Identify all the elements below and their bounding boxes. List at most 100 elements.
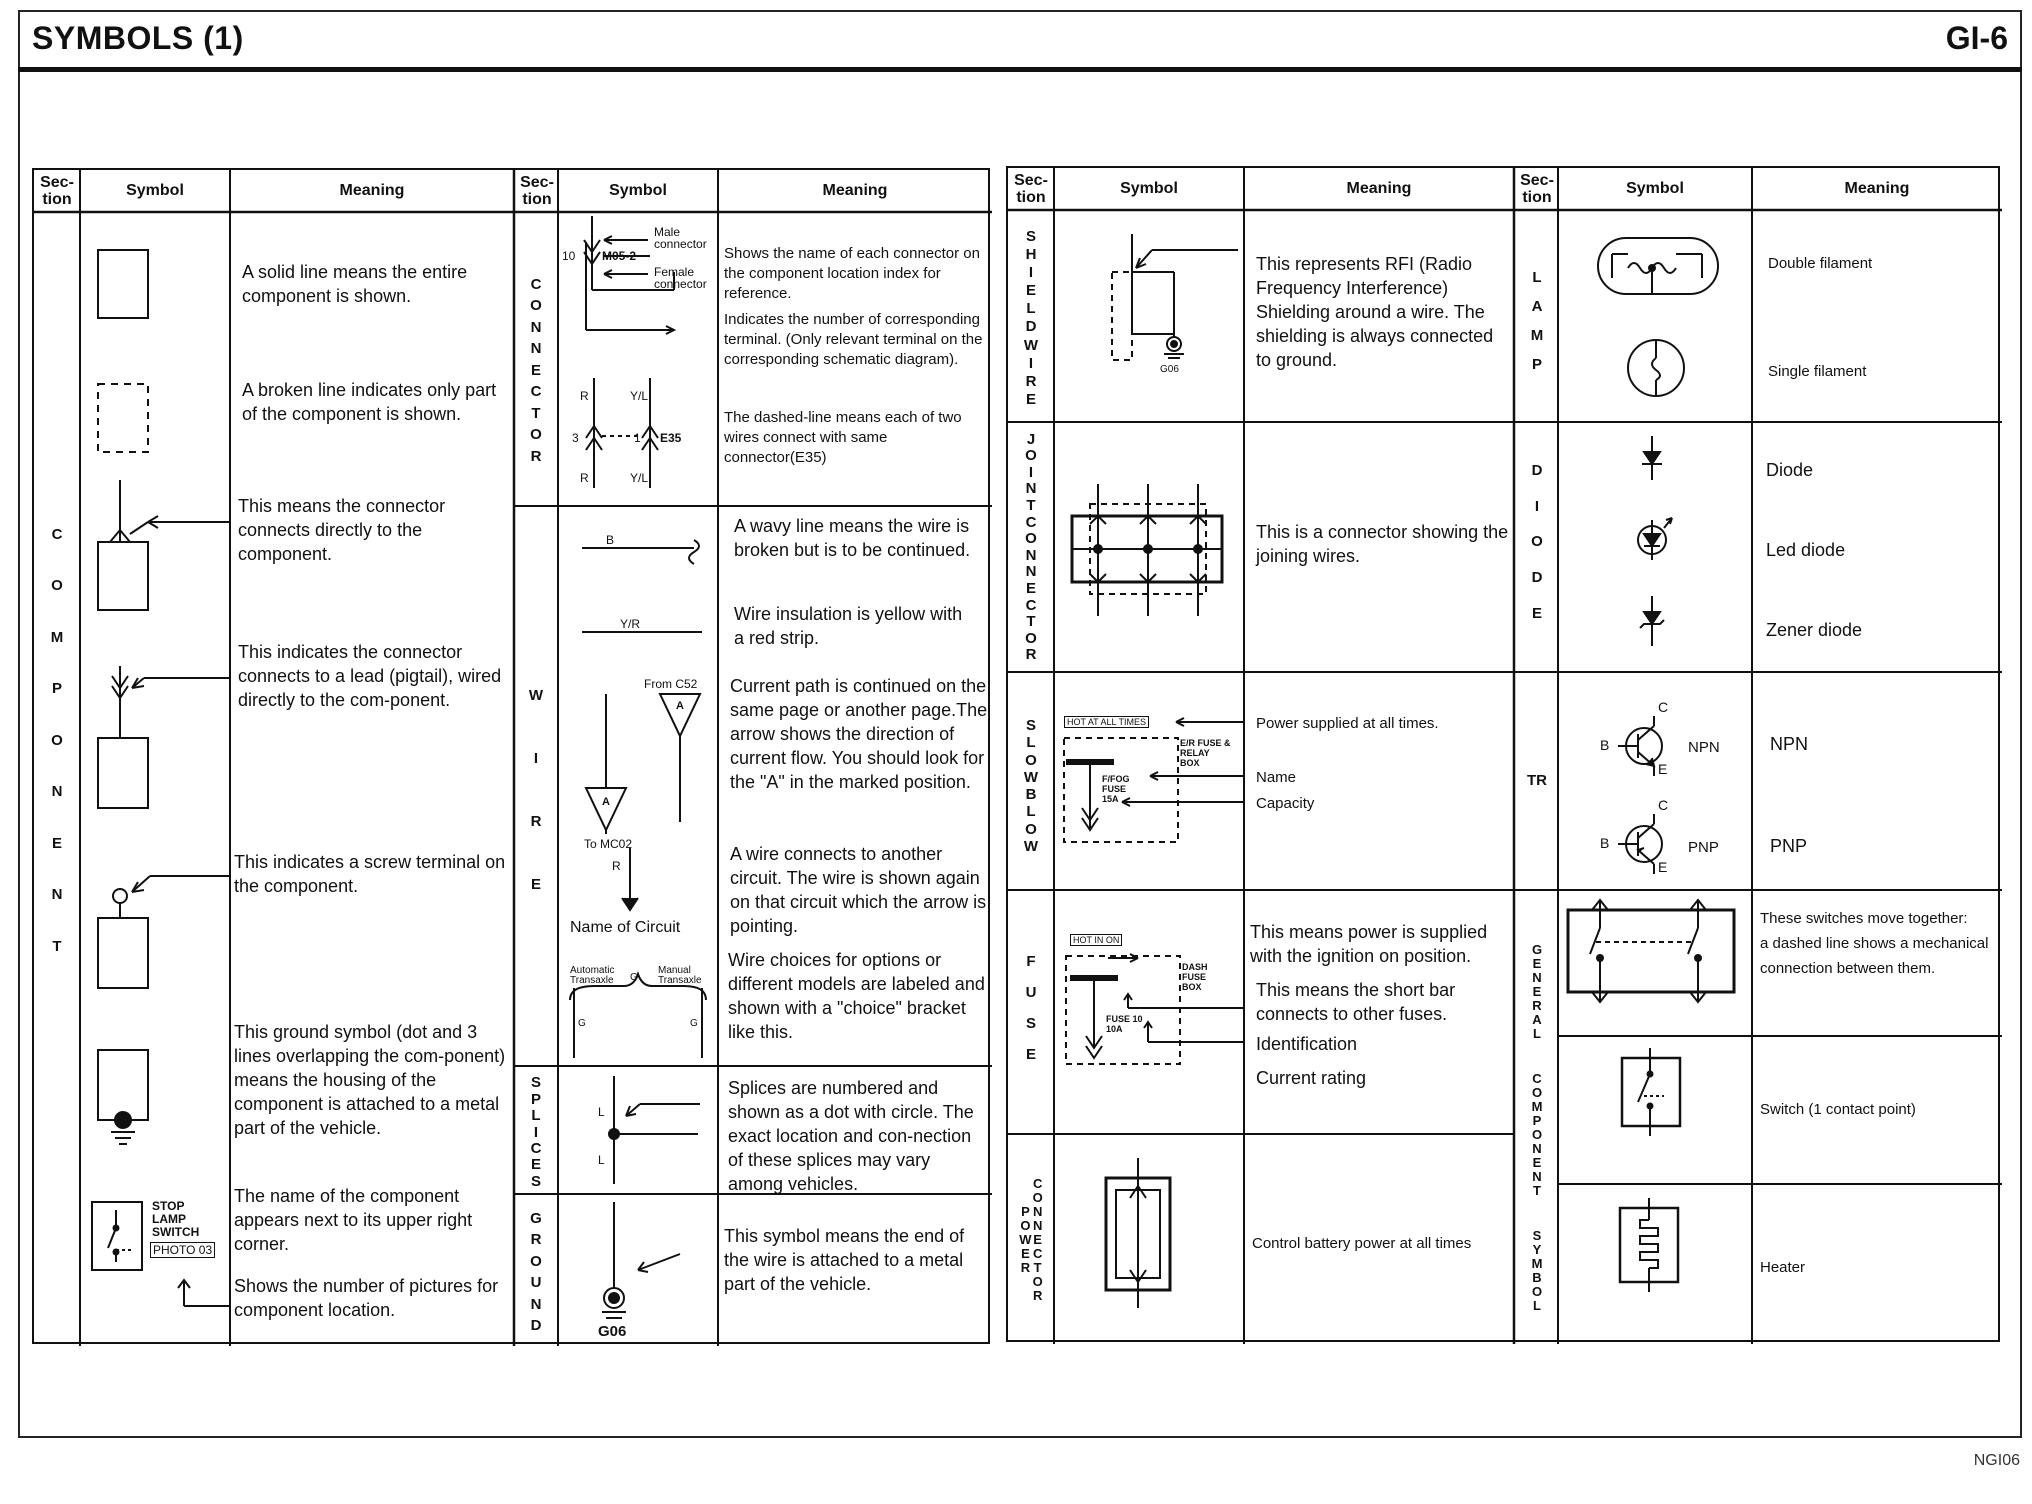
single-filament-lamp-icon <box>1627 339 1685 397</box>
wire-meaning-wavy: A wavy line means the wire is broken but… <box>734 516 971 560</box>
pnp-c-label: C <box>1658 797 1669 813</box>
slow-blow-fuse-icon <box>1063 717 1244 843</box>
section-letter: N <box>530 318 542 336</box>
wire-color-r-label: R <box>580 389 589 403</box>
section-letter: B <box>1025 786 1037 804</box>
power-connector-icon <box>1104 1158 1172 1308</box>
section-letter: O <box>1025 629 1037 647</box>
section-letter: T <box>52 937 62 955</box>
left-table-drawing <box>34 170 992 1346</box>
section-letter: M <box>1530 327 1544 344</box>
ffog-fuse-label: F/FOG FUSE 15A <box>1102 774 1130 804</box>
section-letter: T <box>531 404 541 422</box>
section-letter: D <box>530 1317 542 1335</box>
section-letter: J <box>1026 430 1036 448</box>
section-letter: D <box>1025 318 1037 336</box>
section-letter: W <box>1023 837 1039 855</box>
component-meaning-broken: A broken line indicates only part of the… <box>242 380 497 424</box>
section-letter: L <box>1532 269 1542 286</box>
screw-terminal-icon <box>97 875 230 989</box>
section-letter: A <box>1531 298 1543 315</box>
section-letter: G <box>530 1209 542 1227</box>
zener-diode-icon <box>1639 596 1665 646</box>
section-letter: E <box>530 361 541 379</box>
section-letter: N <box>1025 563 1037 581</box>
section-letter: W <box>528 687 544 704</box>
section-letter: T <box>1026 613 1036 631</box>
section-letter: T <box>1026 496 1036 514</box>
section-letter: H <box>1025 246 1037 264</box>
section-letter: P <box>51 680 62 697</box>
section-letter: C <box>1025 513 1037 531</box>
pnp-symbol-label: PNP <box>1688 839 1719 856</box>
col-header-section: Sec- tion <box>520 174 554 208</box>
section-letter: D <box>1531 461 1543 479</box>
wire-meaning-insulation: Wire insulation is yellow with a red str… <box>734 604 963 648</box>
connector-meaning-terminal: Indicates the number of corresponding te… <box>724 311 983 368</box>
wire-meaning-current-path: Current path is continued on the same pa… <box>730 676 988 792</box>
section-letter: I <box>1028 463 1034 481</box>
footer-code: NGI06 <box>1973 1452 2020 1469</box>
col-header-meaning: Meaning <box>1844 180 1910 197</box>
female-connector-label: Female connector <box>654 265 707 291</box>
section-letter: W <box>1023 336 1039 354</box>
wire-color-g-label: G <box>690 1018 698 1029</box>
section-letter: F <box>1026 953 1036 970</box>
section-letter: S <box>1025 1015 1036 1032</box>
col-header-symbol: Symbol <box>1120 180 1178 197</box>
circuit-arrow-icon <box>621 848 639 912</box>
component-meaning-solid: A solid line means the entire component … <box>242 262 468 306</box>
section-letter: W <box>1023 768 1039 786</box>
section-letter: O <box>1531 533 1543 551</box>
stop-lamp-switch-icon <box>91 1201 230 1307</box>
section-letter: S <box>530 1172 541 1190</box>
section-letter: R <box>1025 372 1037 390</box>
diode-meaning-zener: Zener diode <box>1766 620 1863 640</box>
page-title: SYMBOLS (1) <box>32 20 244 56</box>
splice-l-label: L <box>598 1153 605 1167</box>
section-letter: N <box>530 1295 542 1313</box>
section-letter: I <box>533 750 539 767</box>
section-letter: C <box>530 1139 542 1157</box>
photo-label: PHOTO 03 <box>150 1242 216 1258</box>
diode-meaning-diode: Diode <box>1766 460 1814 480</box>
wire-color-r-label: R <box>580 471 589 485</box>
slow-blow-meaning-power: Power supplied at all times. <box>1256 715 1439 732</box>
component-meaning-name: The name of the component appears next t… <box>234 1186 473 1254</box>
symbols-table-right: Sec- tion Symbol Meaning Sec- tion Symbo… <box>1006 166 2002 1344</box>
name-of-circuit-label: Name of Circuit <box>570 919 681 936</box>
section-letter: S <box>1025 228 1036 246</box>
npn-c-label: C <box>1658 699 1669 715</box>
connector-meaning-name: Shows the name of each connector on the … <box>724 245 980 302</box>
col-header-section: Sec- tion <box>40 174 74 208</box>
section-letter: P <box>1531 356 1542 373</box>
section-letter: C <box>51 525 63 543</box>
lamp-meaning-single: Single filament <box>1768 363 1867 380</box>
ganged-switch-icon <box>1566 898 1736 1004</box>
page-header: SYMBOLS (1) GI-6 <box>18 10 2022 72</box>
pnp-e-label: E <box>1658 859 1668 875</box>
choice-bracket-icon <box>569 970 707 1058</box>
lamp-meaning-double: Double filament <box>1768 255 1873 272</box>
right-table-drawing <box>1008 168 2002 1344</box>
section-letter: O <box>51 731 63 749</box>
pigtail-connector-icon <box>97 666 230 809</box>
section-letter: I <box>1028 354 1034 372</box>
section-letter: L <box>531 1107 541 1125</box>
wire-color-b-label: B <box>606 533 615 547</box>
connector-code-icon <box>583 216 677 335</box>
section-letter: S <box>1025 717 1036 735</box>
col-header-symbol: Symbol <box>609 182 667 199</box>
section-letter: U <box>1025 984 1037 1001</box>
from-c52-label: From C52 <box>644 677 698 691</box>
section-letter: D <box>1531 569 1543 587</box>
